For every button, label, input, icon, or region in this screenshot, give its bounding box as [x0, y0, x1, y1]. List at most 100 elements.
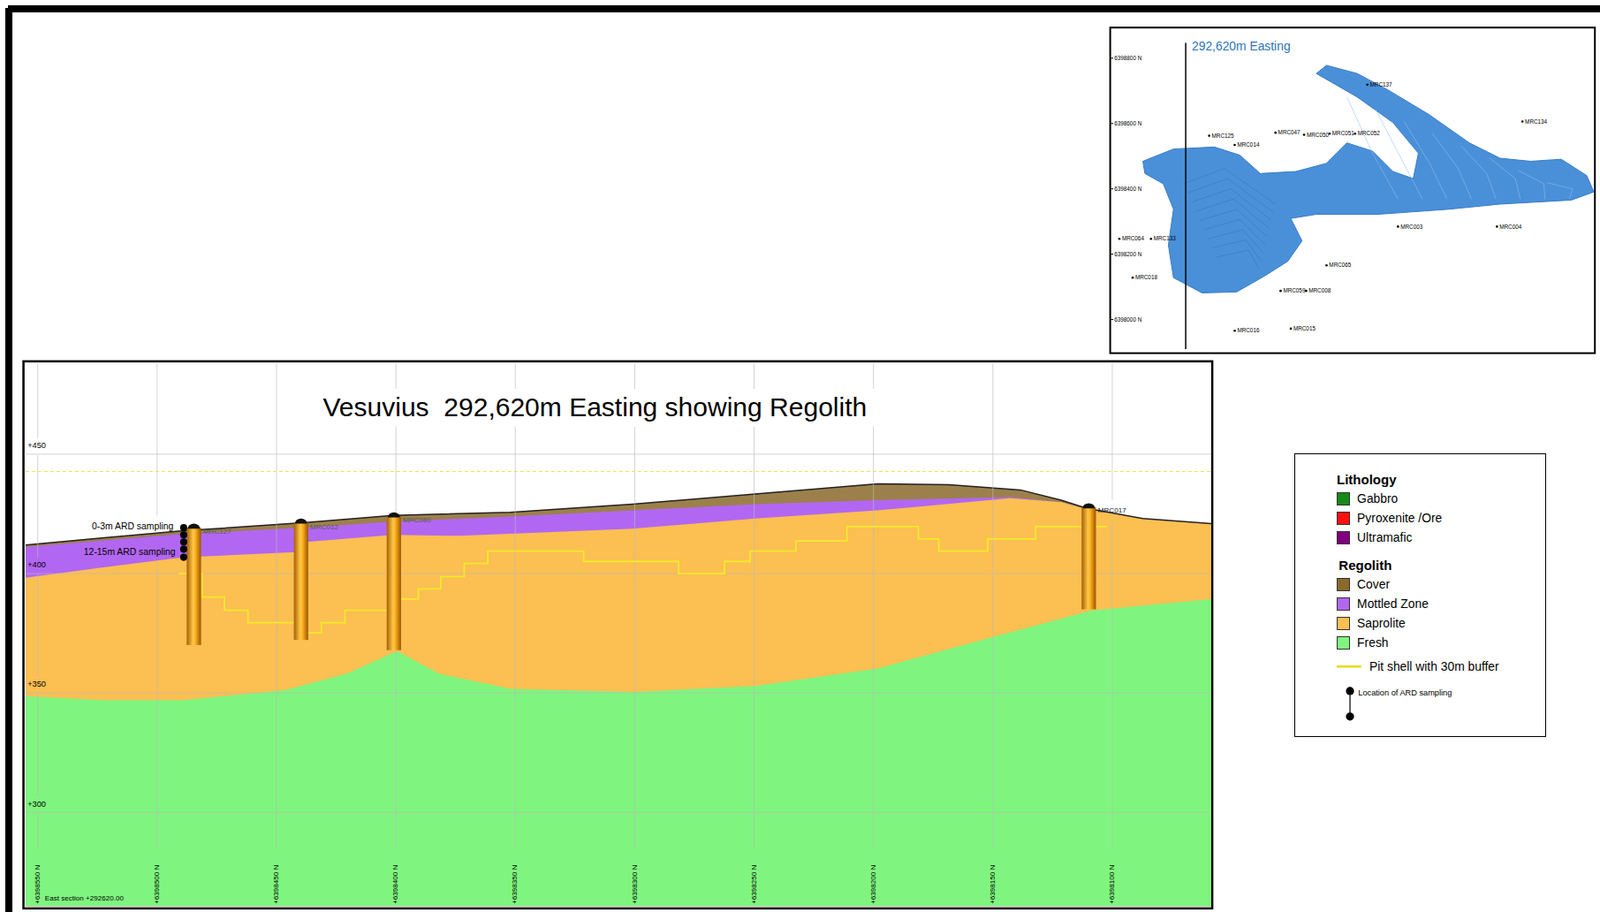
inset-tick	[1110, 57, 1114, 59]
section-panel	[23, 361, 1214, 909]
drillhole-label: MRC015	[1293, 325, 1316, 333]
hole-collar	[1325, 264, 1328, 267]
orebody-outline	[1143, 65, 1594, 294]
grid-line	[37, 813, 38, 850]
grid-line	[156, 563, 158, 850]
contour-stroke	[1216, 250, 1260, 270]
grid-line	[753, 426, 755, 850]
hole-collar	[1289, 327, 1293, 331]
drillhole-label: MRC016	[1236, 326, 1259, 334]
contour-stroke	[1212, 239, 1261, 261]
drillhole-label: MRC065	[1328, 261, 1351, 269]
ard-sample-dot	[180, 530, 188, 539]
grid-line	[37, 363, 38, 438]
contour-stroke	[1546, 182, 1573, 199]
contour-stroke	[1375, 109, 1423, 200]
regolith-layers	[25, 483, 1212, 906]
grid-line	[634, 363, 636, 389]
hole-collar	[1273, 131, 1277, 135]
drill-hole	[386, 515, 402, 650]
ard-sample-dot	[180, 523, 188, 531]
legend-entry: Saprolite	[1357, 615, 1406, 631]
hole-collar	[1365, 83, 1369, 87]
contour-stroke	[1347, 97, 1399, 199]
ard-label: 12-15m ARD sampling	[83, 546, 176, 558]
hole-collar	[1328, 132, 1332, 136]
drillhole-label: MRC134	[1524, 118, 1547, 126]
grid-line	[515, 426, 516, 850]
grid-line	[1111, 519, 1113, 850]
hole-collar	[1150, 237, 1153, 241]
grid-line	[25, 692, 1212, 694]
hole-collar	[1118, 237, 1122, 241]
elevation-label: +350	[27, 679, 46, 690]
northing-label: +6398200 N	[869, 864, 879, 904]
hole-collar	[1207, 134, 1211, 137]
contour-stroke	[1461, 145, 1496, 199]
legend-entry: Pyroxenite /Ore	[1357, 510, 1442, 526]
inset-tick	[1110, 318, 1114, 320]
saprolite-layer	[25, 498, 1212, 907]
section-line	[1184, 43, 1187, 349]
map-label: 292,620m Easting	[1191, 38, 1291, 54]
legend-heading: Regolith	[1338, 557, 1392, 574]
drill-hole	[294, 522, 309, 640]
grid-line	[25, 811, 1212, 813]
hole-collar	[1131, 276, 1135, 280]
grid-line	[25, 573, 1212, 575]
northing-label: +6398550 N	[33, 864, 43, 904]
northing-label: +6398100 N	[1107, 864, 1117, 904]
hole-collar	[1279, 289, 1282, 293]
grid-line	[992, 363, 994, 850]
ard-sample-dot	[180, 553, 188, 562]
drillhole-label: MRC125	[1212, 132, 1235, 140]
ard-sample-dot	[180, 538, 188, 546]
drillhole-label: MRC018	[1135, 273, 1158, 281]
inset-tick	[1110, 188, 1114, 190]
northing-label: +6398500 N	[152, 864, 162, 904]
elevation-label: +400	[27, 560, 46, 570]
hole-collar	[1304, 289, 1308, 293]
legend-heading: Lithology	[1336, 471, 1397, 488]
legend-swatch	[1336, 511, 1350, 525]
drillhole-label: MRC137	[1370, 81, 1393, 89]
outer-frame	[7, 5, 1600, 13]
northing-label: +6398250 N	[750, 864, 759, 904]
legend-entry: Pit shell with 30m buffer	[1369, 659, 1500, 675]
contour-stroke	[1199, 209, 1267, 237]
contour-stroke	[1403, 121, 1448, 199]
ard-symbol-dot	[1345, 686, 1354, 695]
grid-line	[37, 454, 38, 557]
hole-collar	[1396, 225, 1400, 228]
contour-stroke	[1196, 198, 1270, 228]
orebody-texture	[1183, 97, 1573, 270]
northing-tick-label: 6398200 N	[1114, 250, 1142, 258]
drillhole-label: MRC050	[1306, 131, 1329, 139]
section-title: Vesuvius 292,620m Easting showing Regoli…	[318, 391, 871, 424]
drillhole-label: MRC014	[1236, 141, 1259, 149]
hole-collar	[1354, 132, 1358, 136]
drillhole-label: MRC003	[1400, 223, 1423, 231]
drillhole-label: MRC051	[1332, 129, 1355, 137]
grid-line	[872, 426, 874, 850]
legend-swatch	[1336, 597, 1350, 611]
grid-line	[156, 363, 158, 516]
contour-stroke	[1518, 170, 1546, 199]
drill-hole	[186, 527, 201, 645]
contour-stroke	[1207, 229, 1263, 254]
section-note: East section +292620.00	[45, 894, 124, 903]
legend-entry: Cover	[1357, 576, 1390, 592]
legend-swatch	[1336, 530, 1350, 545]
drillhole-label: MRC004	[1499, 223, 1522, 231]
ard-symbol-stem	[1349, 690, 1350, 717]
contour-stroke	[1489, 158, 1521, 199]
hole-collar	[1495, 225, 1499, 228]
outer-frame	[5, 7, 13, 912]
ard-cap	[295, 518, 308, 524]
northing-tick-label: 6398800 N	[1114, 54, 1142, 62]
inset-frame	[1110, 27, 1596, 353]
grid-line	[1111, 363, 1113, 501]
grid-line	[515, 363, 516, 389]
ard-sample-dot	[180, 545, 188, 553]
legend-entry: Location of ARD sampling	[1357, 688, 1452, 698]
